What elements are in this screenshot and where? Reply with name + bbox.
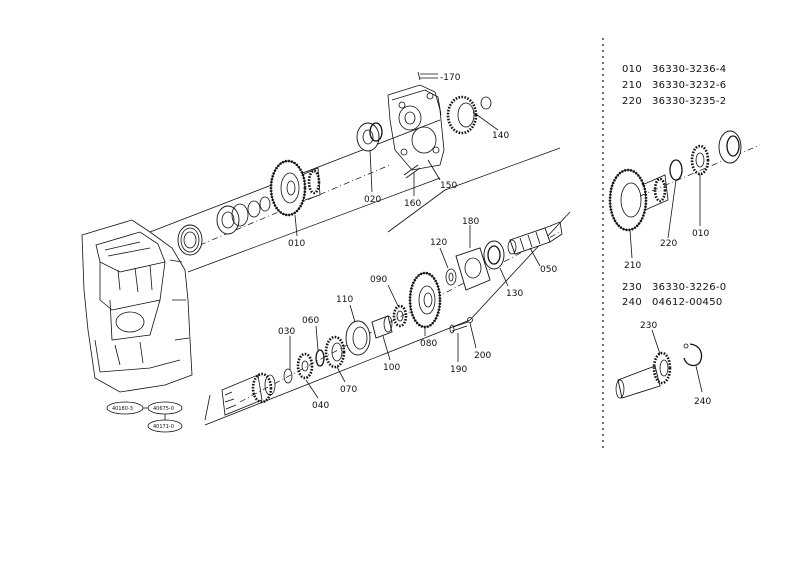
callout-170: -170 — [440, 73, 461, 83]
washer-200 — [467, 317, 473, 323]
bearing-upper-left — [177, 224, 203, 256]
shaft-050 — [507, 221, 563, 255]
callout-040: 040 — [312, 401, 329, 411]
collar-100 — [371, 315, 393, 339]
bearing-110 — [345, 320, 371, 356]
callout-160: 160 — [404, 199, 421, 209]
hub-040 — [296, 352, 314, 380]
callout-190: 190 — [450, 365, 467, 375]
ring-220 — [669, 159, 683, 181]
gear-010 — [269, 159, 321, 217]
table1-part-0: 36330-3236-4 — [652, 64, 726, 75]
table2-ref-1: 240 — [622, 297, 642, 308]
callout-050: 050 — [540, 265, 557, 275]
table1-ref-2: 220 — [622, 96, 642, 107]
ref-oval-2: 40675-0 — [153, 406, 174, 412]
callout-120: 120 — [430, 238, 447, 248]
snap-ring-240 — [683, 343, 703, 367]
bearing-010-right — [690, 144, 710, 176]
table2-ref-0: 230 — [622, 282, 642, 293]
washer-120 — [445, 268, 457, 286]
bearing-020 — [356, 122, 383, 152]
pin-170 — [417, 71, 438, 81]
shaft-230-assembly — [615, 351, 672, 399]
bearing-upper-mid — [216, 196, 271, 235]
callout-150: 150 — [440, 181, 457, 191]
callout-110: 110 — [336, 295, 353, 305]
table2-part-0: 36330-3226-0 — [652, 282, 726, 293]
callout-130: 130 — [506, 289, 523, 299]
callout-010-right: 010 — [692, 229, 709, 239]
callout-labels: 010 020 030 040 050 060 070 080 090 100 … — [278, 73, 711, 411]
parts-table-1: 010 36330-3236-4 210 36330-3232-6 220 36… — [622, 64, 726, 107]
callout-090: 090 — [370, 275, 387, 285]
callout-210-right: 210 — [624, 261, 641, 271]
callout-200: 200 — [474, 351, 491, 361]
sleeve-070 — [324, 335, 346, 369]
bolt-190 — [449, 321, 469, 334]
callout-010: 010 — [288, 239, 305, 249]
ring-030 — [283, 368, 293, 384]
callout-080: 080 — [420, 339, 437, 349]
table1-part-2: 36330-3235-2 — [652, 96, 726, 107]
pin-160 — [403, 164, 421, 179]
bearing-130 — [483, 240, 505, 270]
leader-lines — [289, 111, 703, 399]
plate-180 — [455, 247, 491, 291]
gear-210 — [608, 144, 761, 232]
callout-070: 070 — [340, 385, 357, 395]
ref-oval-1: 40180-3 — [112, 406, 133, 412]
callout-100: 100 — [383, 363, 400, 373]
callout-240-right: 240 — [694, 397, 711, 407]
table1-part-1: 36330-3232-6 — [652, 80, 726, 91]
callout-020: 020 — [364, 195, 381, 205]
main-shaft — [221, 372, 276, 416]
callout-060: 060 — [302, 316, 319, 326]
callout-220-right: 220 — [660, 239, 677, 249]
transmission-housing — [81, 219, 193, 393]
bearing-090 — [392, 304, 408, 328]
callout-180: 180 — [462, 217, 479, 227]
callout-030: 030 — [278, 327, 295, 337]
ref-oval-3: 40171-0 — [153, 424, 174, 430]
reference-ovals: 40180-3 40675-0 40171-0 — [106, 401, 183, 433]
table2-part-1: 04612-00450 — [652, 297, 723, 308]
gear-080 — [408, 271, 442, 329]
callout-140: 140 — [492, 131, 509, 141]
table1-ref-1: 210 — [622, 80, 642, 91]
table1-ref-0: 010 — [622, 64, 642, 75]
gear-140 — [446, 95, 492, 135]
ring-060 — [315, 349, 325, 367]
cover-plate-150 — [387, 84, 445, 171]
bearing-right-top — [718, 130, 742, 164]
callout-230-right: 230 — [640, 321, 657, 331]
parts-table-2: 230 36330-3226-0 240 04612-00450 — [622, 282, 726, 308]
